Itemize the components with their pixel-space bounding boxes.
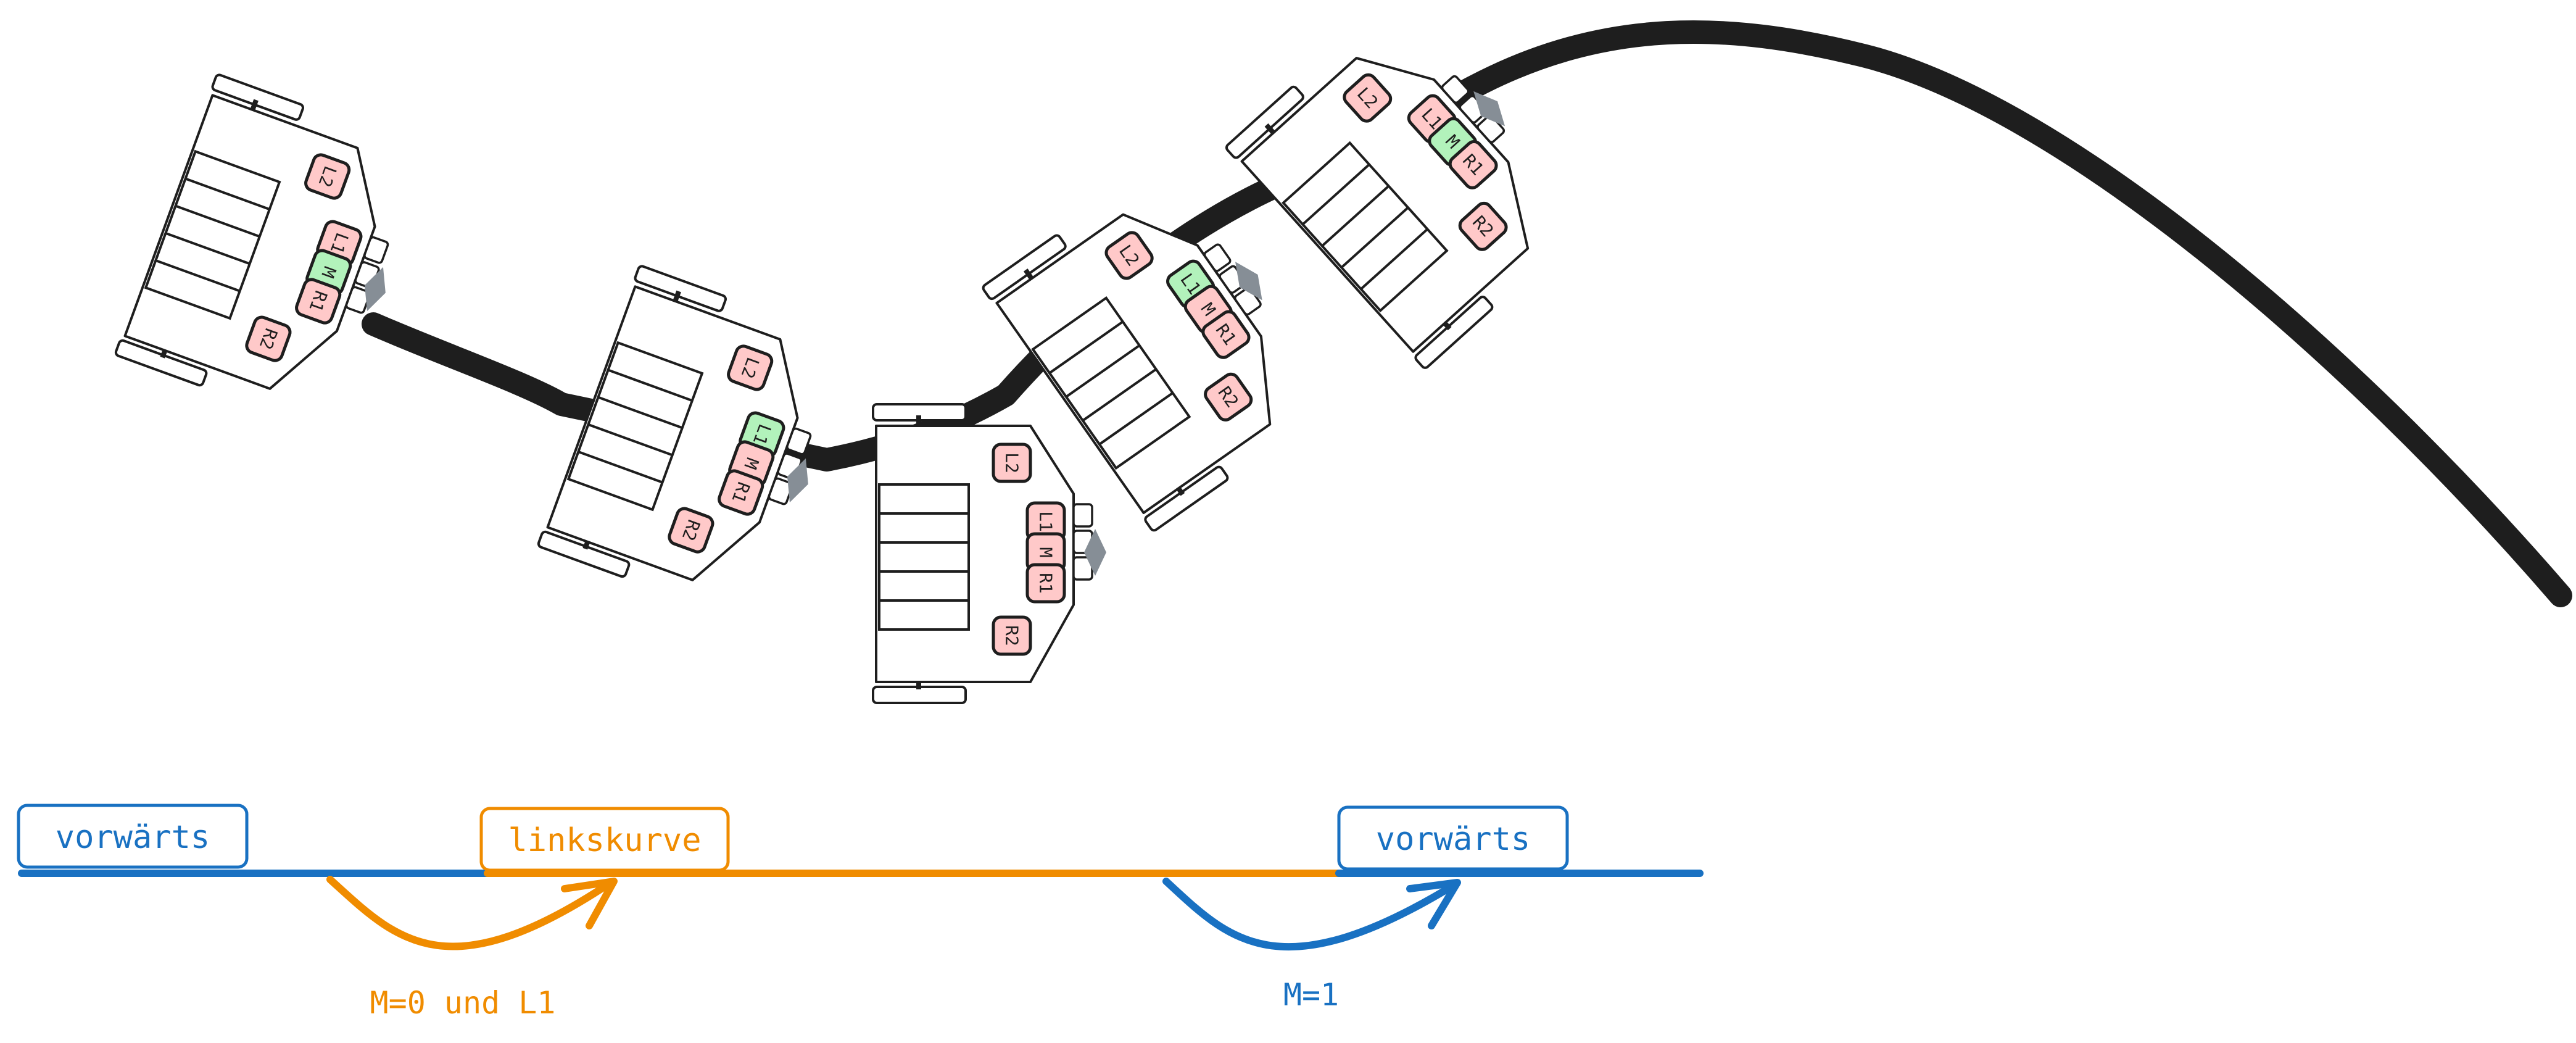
transition-arrowhead-1 — [561, 878, 618, 929]
sensor-l2: L2 — [1343, 73, 1393, 123]
sensor-r1: R1 — [295, 278, 342, 325]
sensor-l2: L2 — [304, 153, 351, 200]
sensor-mount — [1203, 243, 1232, 272]
sensor-label: M — [1036, 547, 1056, 558]
state-label: vorwärts — [1376, 821, 1530, 858]
battery-pack — [878, 483, 970, 631]
sensor-r2: R2 — [668, 507, 714, 554]
sensor-r1: R1 — [718, 469, 764, 516]
transition-condition-1: M=0 und L1 — [370, 985, 555, 1021]
transition-condition-2: M=1 — [1283, 977, 1339, 1013]
sensor-mount — [786, 427, 812, 455]
sensor-r1: R1 — [1448, 139, 1498, 189]
state-forward-1: vorwärts — [17, 804, 249, 869]
sensor-r2: R2 — [245, 315, 292, 362]
sensor-l2: L2 — [992, 443, 1032, 483]
sensor-mount — [1441, 75, 1470, 104]
transition-arrowhead-2 — [1406, 879, 1461, 929]
battery-pack — [1031, 296, 1191, 470]
state-label: linkskurve — [508, 822, 701, 859]
transition-arrow-2 — [1162, 878, 1460, 950]
battery-pack — [566, 341, 704, 512]
emitter-icon — [1473, 91, 1505, 127]
sensor-l2: L2 — [727, 344, 774, 391]
sensor-mount — [363, 236, 389, 264]
state-left-curve: linkskurve — [479, 807, 730, 872]
battery-pack — [144, 149, 281, 320]
sensor-label: L2 — [1002, 452, 1022, 473]
emitter-icon — [787, 458, 808, 503]
emitter-icon — [365, 267, 386, 312]
state-label: vorwärts — [56, 819, 210, 856]
transition-arrow-1 — [326, 876, 615, 950]
sensor-r2: R2 — [1458, 201, 1508, 251]
state-forward-2: vorwärts — [1337, 805, 1569, 871]
emitter-icon — [1084, 529, 1106, 576]
sensor-m: M — [1025, 532, 1066, 573]
sensor-r1: R1 — [1201, 310, 1251, 359]
battery-pack — [1282, 141, 1449, 313]
sensor-r2: R2 — [992, 615, 1032, 656]
state-timeline: vorwärts linkskurve vorwärts M=0 und L1 … — [17, 804, 1704, 1021]
sensor-label: L1 — [1036, 511, 1056, 532]
sensor-r1: R1 — [1025, 563, 1066, 604]
sensor-mount — [1072, 503, 1093, 528]
sensor-label: R1 — [1036, 573, 1056, 594]
sensor-l2: L2 — [1104, 231, 1154, 280]
sensor-r2: R2 — [1204, 372, 1253, 422]
emitter-icon — [1235, 262, 1262, 301]
sensor-label: R2 — [1002, 625, 1022, 646]
